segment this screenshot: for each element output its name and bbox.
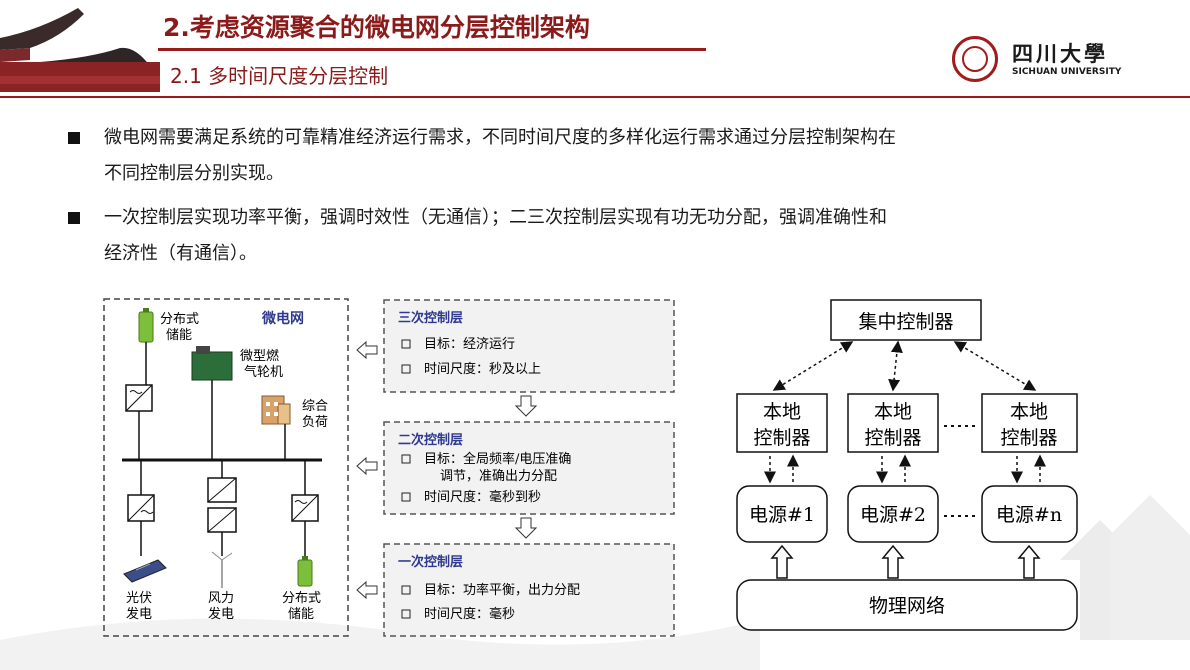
local-controller-box: 本地 控制器 [847,393,939,453]
battery-icon [297,556,313,587]
local-controller-label: 控制器 [1000,427,1057,449]
turbine-label: 微型燃 [240,348,279,364]
bullet-square-icon [68,212,80,224]
bullet-text: 不同控制层分别实现。 [104,163,284,184]
microgrid-title: 微电网 [261,310,304,327]
local-controller-box: 本地 控制器 [736,393,828,453]
layer-title: 一次控制层 [398,554,463,570]
bullet-square-icon [68,132,80,144]
layer-panel-secondary: 二次控制层 目标：全局频率/电压准确 调节，准确出力分配 时间尺度：毫秒到秒 [383,421,675,515]
storage-bottom-label: 分布式 [282,591,321,606]
local-controller-label: 控制器 [864,427,921,449]
gas-turbine-icon [191,346,233,381]
hollow-arrow-up-icon [881,544,905,579]
bullet-text: 一次控制层实现功率平衡，强调时效性（无通信）；二三次控制层实现有功无功分配，强调… [104,207,887,228]
power-source-box: 电源#2 [847,485,939,543]
layer-item: 目标：功率平衡，出力分配 [424,582,580,598]
load-label: 负荷 [302,415,328,430]
university-name-en: SICHUAN UNIVERSITY [1012,67,1122,77]
storage-top-label: 储能 [166,328,192,343]
central-controller-box [830,299,982,341]
layer-item: 目标：经济运行 [424,337,515,352]
layer-item: 时间尺度：毫秒 [424,606,515,622]
local-controller-box: 本地 控制器 [981,393,1078,453]
solar-panel-icon [123,559,167,583]
local-controller-label: 控制器 [753,427,810,449]
local-controller-label: 本地 [763,401,801,423]
layer-item: 目标：全局频率/电压准确 [424,451,571,467]
layer-title: 二次控制层 [398,432,463,448]
power-source-label: 电源#1 [749,504,815,526]
header-divider [0,96,1190,98]
wind-label: 风力 [208,591,234,606]
pv-label: 发电 [126,606,152,622]
hollow-arrow-down-icon [514,517,538,539]
bullet-text: 经济性（有通信）。 [104,243,257,264]
microgrid-frame [103,298,349,637]
load-label: 综合 [302,399,328,414]
hollow-arrow-down-icon [514,395,538,417]
physical-network-label: 物理网络 [869,595,945,617]
hollow-arrow-up-icon [1017,544,1041,579]
hollow-arrow-left-icon [356,340,378,360]
layer-item: 时间尺度：秒及以上 [424,361,541,377]
storage-top-label: 分布式 [160,312,199,327]
hollow-arrow-left-icon [356,580,378,600]
turbine-label: 气轮机 [244,364,283,380]
battery-icon [138,308,154,343]
local-controller-label: 本地 [874,401,912,423]
power-source-box: 电源#n [981,485,1078,543]
converter-icon [291,494,319,522]
title-underline [158,48,706,51]
converter-icon [127,494,155,522]
layer-title: 三次控制层 [398,310,463,326]
physical-network-box [736,579,1078,631]
page-title: 2.考虑资源聚合的微电网分层控制架构 [163,13,590,42]
layer-panel-primary: 一次控制层 目标：功率平衡，出力分配 时间尺度：毫秒 [383,543,675,637]
wind-label: 发电 [208,606,234,622]
power-source-label: 电源#n [996,504,1062,526]
bullet-text: 微电网需要满足系统的可靠精准经济运行需求，不同时间尺度的多样化运行需求通过分层控… [104,127,896,148]
converter-icon [207,477,237,533]
hollow-arrow-up-icon [770,544,794,579]
power-source-box: 电源#1 [736,485,828,543]
central-controller-label: 集中控制器 [858,311,953,333]
hollow-arrow-left-icon [356,456,378,476]
layer-panel-tertiary: 三次控制层 目标：经济运行 时间尺度：秒及以上 [383,299,675,393]
wind-turbine-icon [211,551,233,588]
university-seal-icon [952,36,998,82]
university-name-cn: 四川大學 [1012,42,1108,66]
building-icon [261,395,291,425]
pv-label: 光伏 [126,591,152,606]
storage-bottom-label: 储能 [288,607,314,622]
page-subtitle: 2.1 多时间尺度分层控制 [170,64,389,88]
layer-item: 时间尺度：毫秒到秒 [424,489,541,505]
university-logo: 四川大學 SICHUAN UNIVERSITY [952,36,1132,86]
converter-icon [125,384,153,412]
local-controller-label: 本地 [1010,401,1048,423]
power-source-label: 电源#2 [860,504,926,526]
layer-item: 调节，准确出力分配 [440,469,557,484]
roof-decoration [0,8,160,92]
